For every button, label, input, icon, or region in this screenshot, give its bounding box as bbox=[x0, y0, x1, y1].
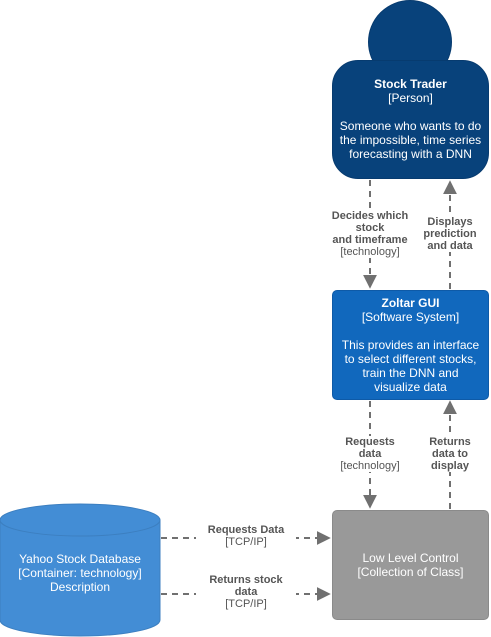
node-type: [Person] bbox=[388, 91, 433, 105]
stock-trader-node[interactable]: Stock Trader [Person] Someone who wants … bbox=[332, 60, 489, 179]
edge-label-line: data bbox=[358, 448, 382, 460]
edge-tech: [technology] bbox=[340, 246, 400, 258]
edge-tech: [TCP/IP] bbox=[225, 598, 267, 610]
edge-label-line: Returns stock bbox=[209, 574, 283, 586]
edge-tech: [TCP/IP] bbox=[225, 536, 267, 548]
node-description: Description bbox=[49, 580, 111, 594]
edge-label-line: and data bbox=[427, 240, 473, 252]
node-type: [Collection of Class] bbox=[357, 565, 464, 579]
edge-label-returns: Returns data to display bbox=[424, 436, 476, 472]
low-level-control-node[interactable]: Low Level Control [Collection of Class] bbox=[332, 510, 489, 620]
edge-label-displays: Displays prediction and data bbox=[420, 216, 480, 252]
edge-label-decides: Decides which stock and timeframe [techn… bbox=[327, 210, 413, 258]
edge-label-requests-db: Requests Data [TCP/IP] bbox=[196, 524, 296, 548]
node-title: Yahoo Stock Database bbox=[19, 552, 141, 566]
edge-label-line: stock bbox=[355, 222, 385, 234]
edge-label-line: and timeframe bbox=[332, 234, 408, 246]
edge-label-line: Returns bbox=[429, 436, 471, 448]
edge-tech: [technology] bbox=[340, 460, 400, 472]
edge-label-requests: Requests data [technology] bbox=[336, 436, 404, 472]
node-title: Zoltar GUI bbox=[381, 296, 440, 310]
yahoo-database-node[interactable]: Yahoo Stock Database [Container: technol… bbox=[0, 518, 160, 628]
edge-label-line: data to bbox=[431, 448, 469, 460]
node-description: Someone who wants to do the impossible, … bbox=[339, 119, 482, 161]
node-title: Stock Trader bbox=[374, 77, 447, 91]
edge-label-line: display bbox=[431, 460, 469, 472]
node-type: [Container: technology] bbox=[18, 566, 142, 580]
edge-label-line: Decides which bbox=[331, 210, 409, 222]
yahoo-database-cylinder[interactable] bbox=[0, 503, 161, 637]
edge-label-line: data bbox=[234, 586, 258, 598]
node-type: [Software System] bbox=[361, 310, 460, 324]
zoltar-gui-node[interactable]: Zoltar GUI [Software System] This provid… bbox=[332, 290, 489, 400]
edge-label-line: Displays bbox=[427, 216, 473, 228]
edge-label-line: prediction bbox=[423, 228, 477, 240]
edge-label-line: Requests Data bbox=[207, 524, 285, 536]
edge-label-line: Requests bbox=[345, 436, 395, 448]
edge-label-returns-db: Returns stock data [TCP/IP] bbox=[196, 574, 296, 610]
node-description: This provides an interface to select dif… bbox=[341, 338, 480, 394]
node-title: Low Level Control bbox=[362, 551, 459, 565]
